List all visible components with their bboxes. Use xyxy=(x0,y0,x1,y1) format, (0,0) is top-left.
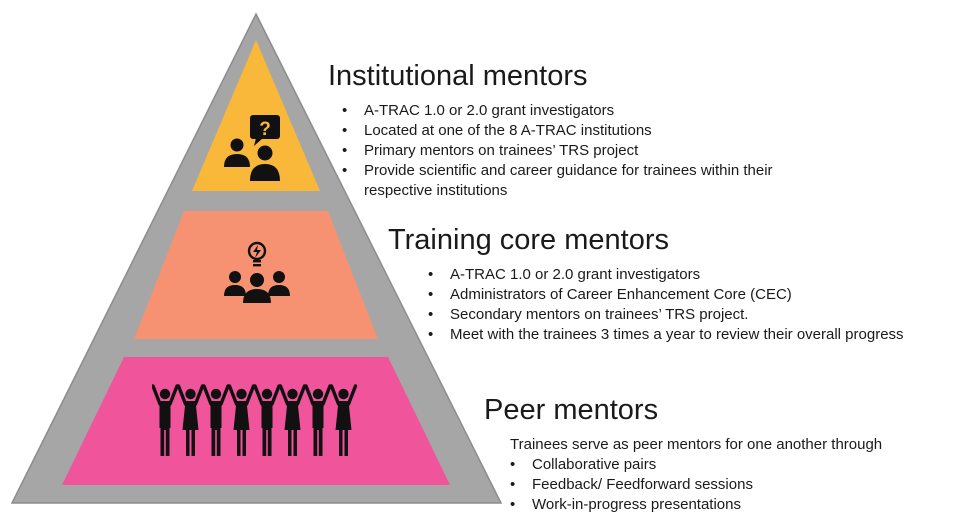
list-item: Primary mentors on trainees’ TRS project xyxy=(340,141,820,161)
list-item: Meet with the trainees 3 times a year to… xyxy=(426,325,904,345)
group-raised-hands-icon xyxy=(152,384,358,456)
tier-bullets: Collaborative pairs Feedback/ Feedforwar… xyxy=(508,455,882,515)
person-figure xyxy=(176,384,205,456)
person-figure xyxy=(304,384,332,456)
svg-text:?: ? xyxy=(259,119,271,140)
list-item: Work-in-progress presentations xyxy=(508,495,882,515)
person-figure xyxy=(152,384,179,456)
tier-intro: Trainees serve as peer mentors for one a… xyxy=(510,436,883,454)
tier-peer: Peer mentors Trainees serve as peer ment… xyxy=(484,394,882,515)
list-item: Secondary mentors on trainees’ TRS proje… xyxy=(426,305,904,325)
list-item: Feedback/ Feedforward sessions xyxy=(508,475,882,495)
list-item: Provide scientific and career guidance f… xyxy=(340,161,820,201)
tier-training-core: Training core mentors A-TRAC 1.0 or 2.0 … xyxy=(388,224,904,345)
tier-title: Peer mentors xyxy=(484,394,659,426)
person-figure xyxy=(202,384,230,456)
tier-bullets: A-TRAC 1.0 or 2.0 grant investigators Lo… xyxy=(340,101,820,201)
person-figure xyxy=(278,384,307,456)
person-figure xyxy=(329,384,358,456)
tier-institutional: Institutional mentors A-TRAC 1.0 or 2.0 … xyxy=(328,60,820,201)
tier-title: Training core mentors xyxy=(388,224,669,256)
list-item: Located at one of the 8 A-TRAC instituti… xyxy=(340,121,820,141)
person-figure xyxy=(253,384,281,456)
list-item: A-TRAC 1.0 or 2.0 grant investigators xyxy=(426,265,904,285)
list-item: Collaborative pairs xyxy=(508,455,882,475)
tier-title: Institutional mentors xyxy=(328,60,588,92)
person-figure xyxy=(227,384,256,456)
list-item: A-TRAC 1.0 or 2.0 grant investigators xyxy=(340,101,820,121)
team-lightbulb-icon xyxy=(224,241,290,303)
list-item: Administrators of Career Enhancement Cor… xyxy=(426,285,904,305)
discussion-question-icon: ? xyxy=(224,115,280,181)
tier-bullets: A-TRAC 1.0 or 2.0 grant investigators Ad… xyxy=(426,265,904,345)
